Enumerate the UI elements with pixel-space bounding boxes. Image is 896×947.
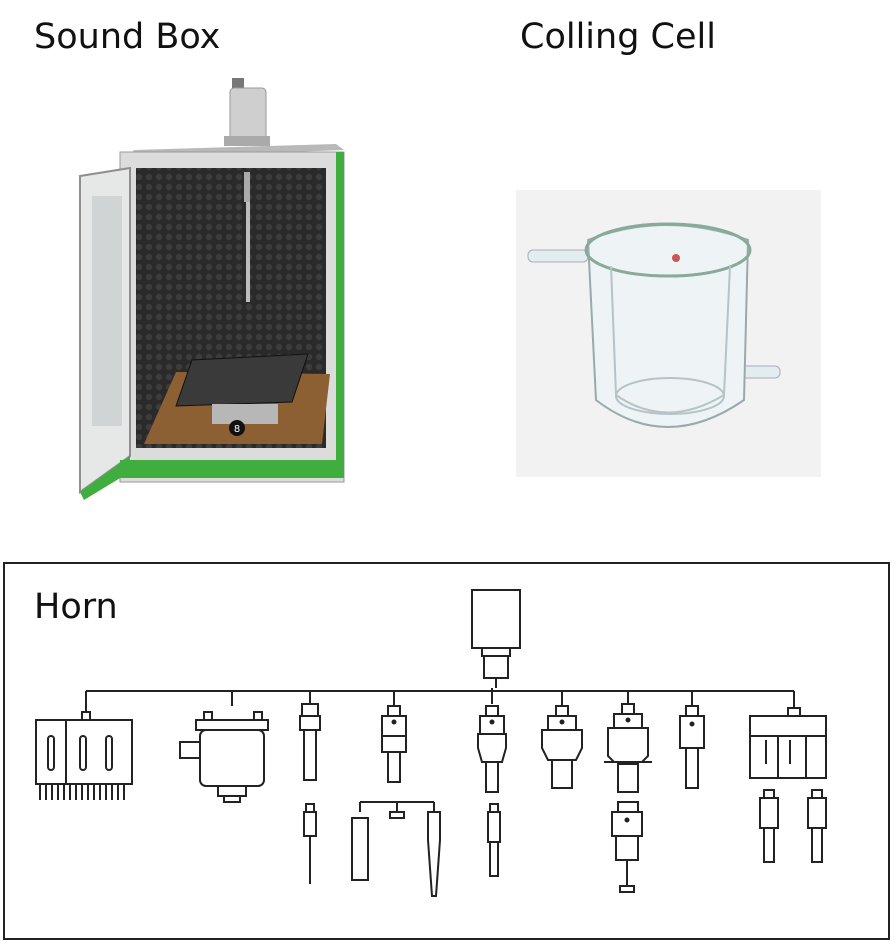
horn-panel [3, 562, 890, 940]
cooling-cell-photo [516, 190, 821, 477]
svg-text:8: 8 [234, 424, 240, 435]
sound-box-photo: 8 [79, 78, 345, 500]
cooling-cell-title: Colling Cell [520, 17, 716, 57]
sound-box-title: Sound Box [34, 17, 221, 57]
horn-title: Horn [34, 587, 118, 627]
